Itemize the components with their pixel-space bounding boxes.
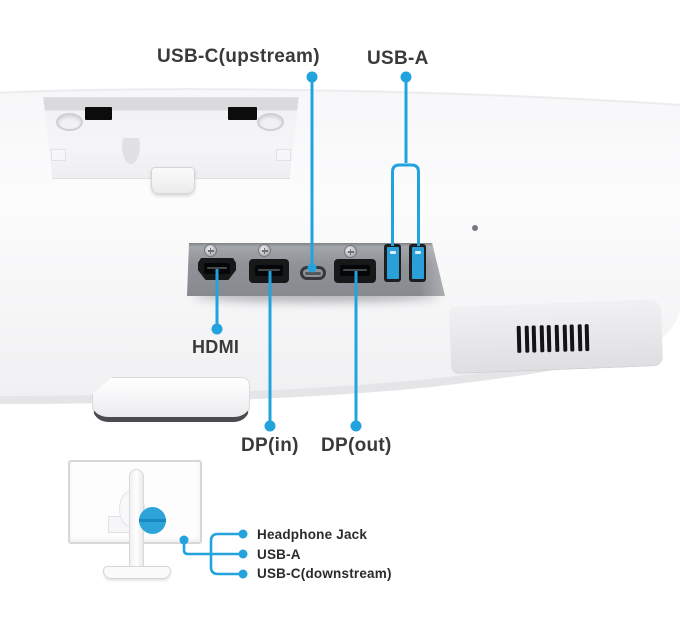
- callout-dot: [238, 529, 248, 539]
- vesa-notch-right: [276, 149, 291, 161]
- vent-slat-icon: [562, 324, 567, 352]
- label-dp-in: DP(in): [241, 435, 299, 456]
- rear-screw-icon: [472, 225, 478, 231]
- vent-slat-icon: [547, 325, 552, 353]
- panel-screw-icon: [204, 244, 217, 257]
- label-usb-a-rear: USB-A: [367, 48, 429, 69]
- usb-a-port-2: [409, 244, 426, 282]
- vesa-mount-recess: [43, 97, 299, 179]
- vent-slat-icon: [516, 325, 522, 353]
- callout-dot: [306, 71, 318, 83]
- usb-c-upstream-port: [300, 266, 326, 280]
- callout-dot: [211, 323, 223, 335]
- label-hdmi: HDMI: [192, 337, 240, 357]
- callout-dot: [238, 569, 248, 579]
- vent-slat-icon: [577, 324, 583, 352]
- side-ports-highlight-circle: [139, 507, 166, 534]
- callout-bracket-usb-a-rear: [391, 163, 420, 246]
- label-dp-out: DP(out): [321, 435, 392, 456]
- vent-slat-icon: [531, 325, 537, 353]
- dp-out-port: [334, 259, 376, 283]
- callout-dot: [238, 549, 248, 559]
- dp-in-port: [249, 259, 289, 283]
- stand-foot: [92, 377, 250, 422]
- callout-dot: [350, 420, 362, 432]
- rear-port-panel: [187, 243, 445, 296]
- vesa-slot-left-icon: [85, 107, 112, 120]
- stand-release-latch: [151, 167, 195, 194]
- label-usb-c-upstream: USB-C(upstream): [157, 46, 320, 67]
- label-headphone-jack: Headphone Jack: [257, 527, 368, 542]
- vent-slat-icon: [539, 325, 545, 353]
- side-ports-slot-icon: [139, 519, 166, 522]
- stand-mount-arc: [122, 138, 218, 167]
- panel-screw-icon: [344, 245, 357, 258]
- label-usb-c-downstream: USB-C(downstream): [257, 566, 392, 581]
- mini-monitor-stand-base: [103, 566, 171, 579]
- callout-dot: [400, 71, 412, 83]
- vent-slat-icon: [554, 324, 560, 352]
- vent-grille: [516, 324, 590, 353]
- callout-dot: [264, 420, 276, 432]
- screw-hole-right-icon: [257, 113, 284, 131]
- panel-screw-icon: [258, 244, 271, 257]
- label-usb-a-side: USB-A: [257, 547, 301, 562]
- vent-slat-icon: [584, 324, 590, 352]
- hdmi-port: [198, 258, 236, 280]
- vesa-notch-left: [51, 149, 66, 161]
- vesa-slot-right-icon: [228, 107, 257, 120]
- callout-bracket-side-ports: [209, 532, 243, 576]
- vent-slat-icon: [569, 324, 575, 352]
- screw-hole-left-icon: [56, 113, 83, 131]
- usb-a-port-1: [384, 244, 401, 282]
- vent-slat-icon: [524, 325, 529, 353]
